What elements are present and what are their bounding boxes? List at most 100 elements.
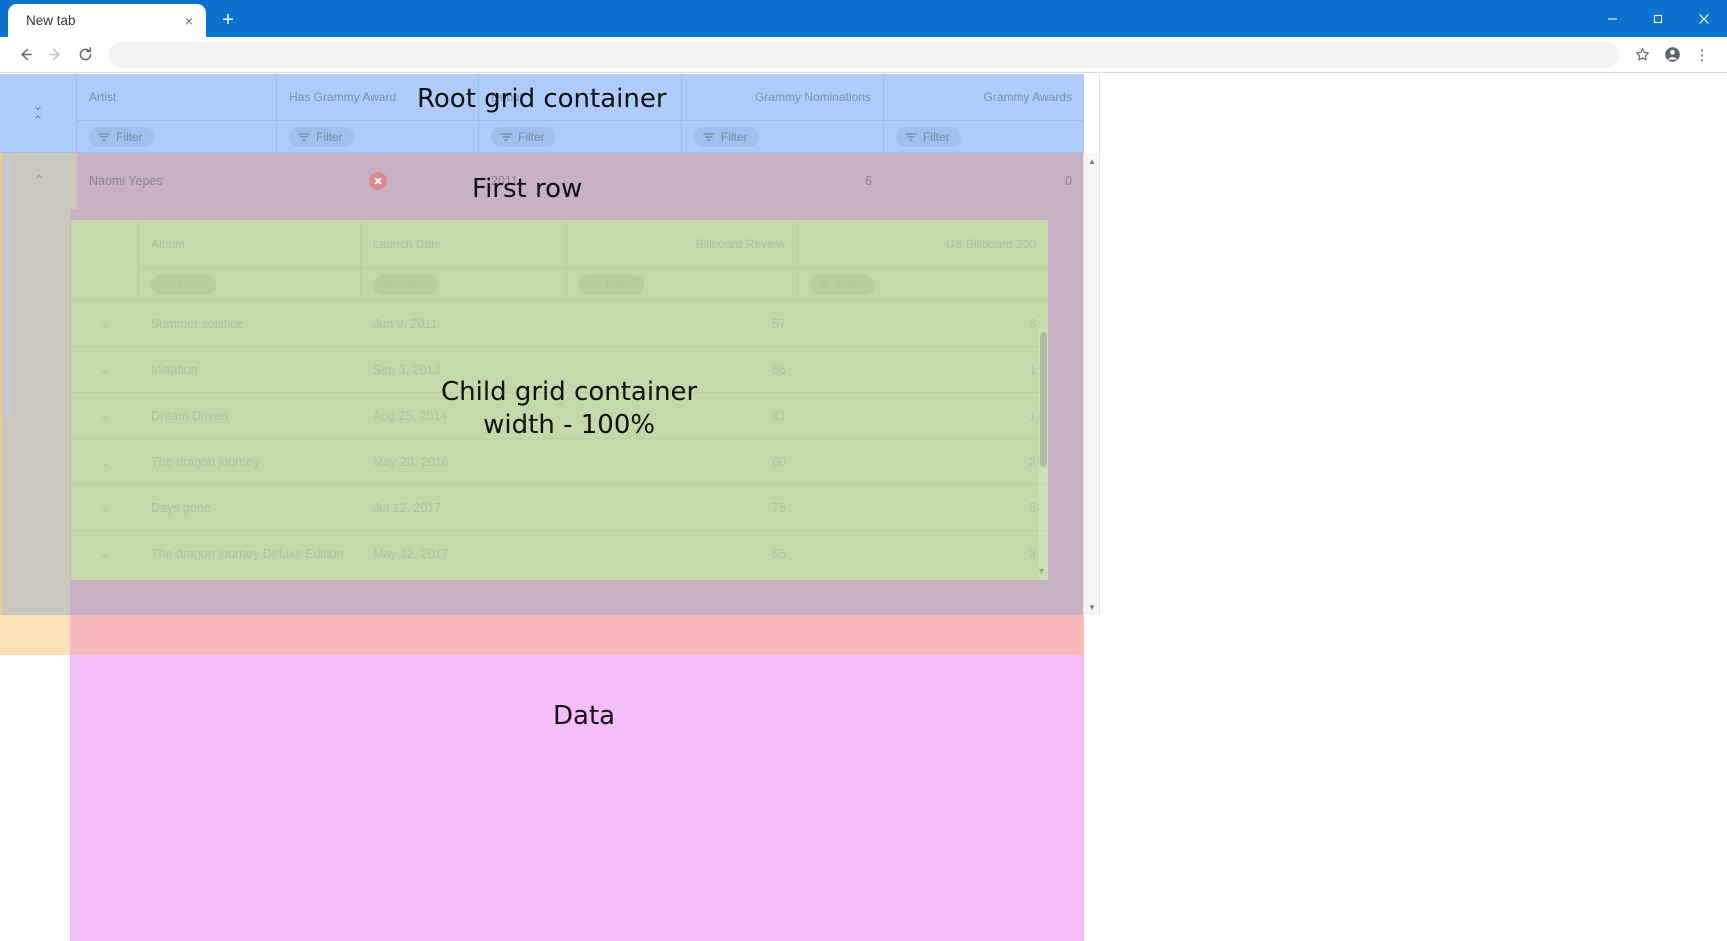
- forward-icon[interactable]: [40, 40, 70, 70]
- table-row[interactable]: ⌄ The dragon journey Deluxe Edition May …: [71, 530, 1048, 576]
- filter-chip[interactable]: Filter: [373, 274, 438, 295]
- root-filter-cell-has-grammy-award[interactable]: Filter: [277, 121, 479, 152]
- filter-icon: [703, 132, 715, 141]
- filter-icon: [98, 132, 110, 141]
- root-grid-scrollbar-thumb[interactable]: [3, 158, 12, 418]
- chevron-down-icon: ⌄: [98, 407, 112, 424]
- cell-debut: 2011: [491, 174, 518, 188]
- child-col-header-us-billboard-200[interactable]: US Billboard 200: [945, 237, 1036, 251]
- cell-billboard-review: 60: [772, 454, 786, 469]
- expand-collapse-all-icon[interactable]: ⌄ ⌃: [33, 99, 44, 127]
- filter-chip[interactable]: Filter: [151, 274, 216, 295]
- filter-icon: [160, 280, 172, 289]
- row-expand-toggle[interactable]: ⌄: [71, 485, 139, 530]
- browser-tab-new-tab[interactable]: New tab ×: [8, 4, 206, 37]
- cell-billboard-review: 65: [772, 546, 786, 561]
- child-filter-cell-billboard-review[interactable]: Filter: [567, 269, 798, 300]
- row-expand-toggle[interactable]: ⌄: [71, 301, 139, 346]
- table-row[interactable]: ⌄ Initiation Sep 3, 2013 86 1: [71, 346, 1048, 392]
- filter-icon: [382, 280, 394, 289]
- cell-launch-date: Sep 3, 2013: [373, 362, 441, 377]
- row-expand-toggle[interactable]: ⌄: [71, 393, 139, 438]
- child-col-header-album[interactable]: Album: [139, 220, 361, 268]
- filter-chip[interactable]: Filter: [89, 126, 154, 147]
- reload-icon[interactable]: [70, 40, 100, 70]
- root-filter-cell-grammy-nominations[interactable]: Filter: [682, 121, 884, 152]
- tab-title: New tab: [26, 13, 76, 28]
- browser-menu-icon[interactable]: ⋮: [1694, 46, 1710, 64]
- new-tab-button[interactable]: +: [222, 9, 234, 31]
- root-filter-cell-artist[interactable]: Filter: [77, 121, 277, 152]
- table-row[interactable]: ⌄ Summer solstice Jun 9, 2011 57 6: [71, 300, 1048, 346]
- bookmark-star-icon[interactable]: [1627, 40, 1657, 70]
- page-viewport: ⌄ ⌃ Artist Has Grammy Award Debut Grammy…: [0, 74, 1727, 941]
- cell-launch-date: May 12, 2017: [373, 546, 449, 561]
- row-expand-toggle[interactable]: ⌄: [71, 439, 139, 484]
- child-grid-scrollbar-thumb[interactable]: [1040, 332, 1047, 467]
- root-header-columns: Artist Has Grammy Award Debut Grammy Nom…: [77, 74, 1084, 152]
- root-col-header-grammy-nominations[interactable]: Grammy Nominations: [682, 74, 884, 120]
- window-controls: [1589, 0, 1727, 37]
- back-icon[interactable]: [10, 40, 40, 70]
- maximize-icon[interactable]: [1635, 0, 1681, 37]
- filter-icon: [588, 280, 600, 289]
- filter-label: Filter: [518, 129, 545, 144]
- close-icon[interactable]: ×: [184, 12, 194, 29]
- filter-label: Filter: [721, 129, 748, 144]
- filter-chip[interactable]: Filter: [694, 126, 759, 147]
- filter-chip[interactable]: Filter: [491, 126, 556, 147]
- profile-avatar-icon[interactable]: [1657, 40, 1687, 70]
- root-expand-all-cell[interactable]: ⌄ ⌃: [0, 74, 77, 152]
- filter-label: Filter: [837, 277, 864, 292]
- child-filter-cell-launch-date[interactable]: Filter: [361, 269, 567, 300]
- child-filter-cell-us-billboard-200[interactable]: Filter: [798, 269, 1048, 300]
- chevron-down-icon: ⌄: [32, 98, 44, 113]
- filter-chip[interactable]: Filter: [579, 274, 644, 295]
- cell-launch-date: Jun 9, 2011: [373, 316, 438, 331]
- filter-chip[interactable]: Filter: [896, 126, 961, 147]
- row-collapse-toggle[interactable]: ⌃: [0, 153, 77, 209]
- table-row[interactable]: ⌄ The dragon journey May 20, 2016 60 2: [71, 438, 1048, 484]
- root-filter-cell-grammy-awards[interactable]: Filter: [884, 121, 1084, 152]
- child-col-header-launch-date[interactable]: Launch Date: [361, 220, 567, 268]
- scroll-up-icon[interactable]: ▲: [1088, 156, 1096, 166]
- filter-label: Filter: [316, 129, 343, 144]
- filter-label: Filter: [178, 277, 205, 292]
- root-grid-master-row[interactable]: ⌃ Naomi Yepes 2011 6 0: [0, 153, 1084, 209]
- child-filter-cell-album[interactable]: Filter: [139, 269, 361, 300]
- root-grid-scrollbar-track[interactable]: ▲ ▼: [1083, 153, 1099, 615]
- filter-icon: [298, 132, 310, 141]
- row-expand-toggle[interactable]: ⌄: [71, 347, 139, 392]
- minimize-icon[interactable]: [1589, 0, 1635, 37]
- scroll-down-icon[interactable]: ▼: [1037, 566, 1046, 576]
- cell-album: Days gone: [151, 500, 211, 515]
- filter-label: Filter: [400, 277, 427, 292]
- detail-body: ⌄ ⌃ Album Launch Date Billboard Review U…: [70, 209, 1084, 615]
- filter-label: Filter: [606, 277, 633, 292]
- root-col-header-has-grammy-award[interactable]: Has Grammy Award: [277, 74, 479, 120]
- table-row[interactable]: ⌄ Days gone Jul 12, 2017 75 5: [71, 484, 1048, 530]
- scroll-down-icon[interactable]: ▼: [1088, 602, 1096, 612]
- master-detail-area: ⌄ ⌃ Album Launch Date Billboard Review U…: [0, 209, 1084, 615]
- chevron-up-icon: ⌃: [554, 400, 565, 415]
- row-expand-toggle[interactable]: ⌄: [71, 531, 139, 576]
- cell-grammy-awards: 0: [1065, 174, 1072, 188]
- filter-label: Filter: [116, 129, 143, 144]
- table-row[interactable]: ⌄ Dream Driven Aug 25, 2014 81 1: [71, 392, 1048, 438]
- cell-us-billboard-200: 1: [1029, 408, 1036, 423]
- child-grid-scrollbar-track[interactable]: [1039, 328, 1048, 580]
- root-col-header-grammy-awards[interactable]: Grammy Awards: [983, 90, 1072, 104]
- filter-chip[interactable]: Filter: [289, 126, 354, 147]
- root-header-filter-row: Filter Filter Filter: [77, 120, 1084, 152]
- address-bar[interactable]: [108, 41, 1619, 68]
- cell-launch-date: Aug 25, 2014: [373, 408, 448, 423]
- child-col-header-billboard-review[interactable]: Billboard Review: [567, 220, 798, 268]
- close-window-icon[interactable]: [1681, 0, 1727, 37]
- root-col-header-artist[interactable]: Artist: [77, 74, 277, 120]
- child-expand-all-cell[interactable]: ⌄ ⌃: [71, 220, 565, 414]
- cell-us-billboard-200: 3: [1029, 546, 1036, 561]
- cell-us-billboard-200: 2: [1029, 454, 1036, 469]
- root-filter-cell-debut[interactable]: Filter: [479, 121, 682, 152]
- filter-chip[interactable]: Filter: [810, 274, 875, 295]
- root-col-header-debut[interactable]: Debut: [479, 74, 682, 120]
